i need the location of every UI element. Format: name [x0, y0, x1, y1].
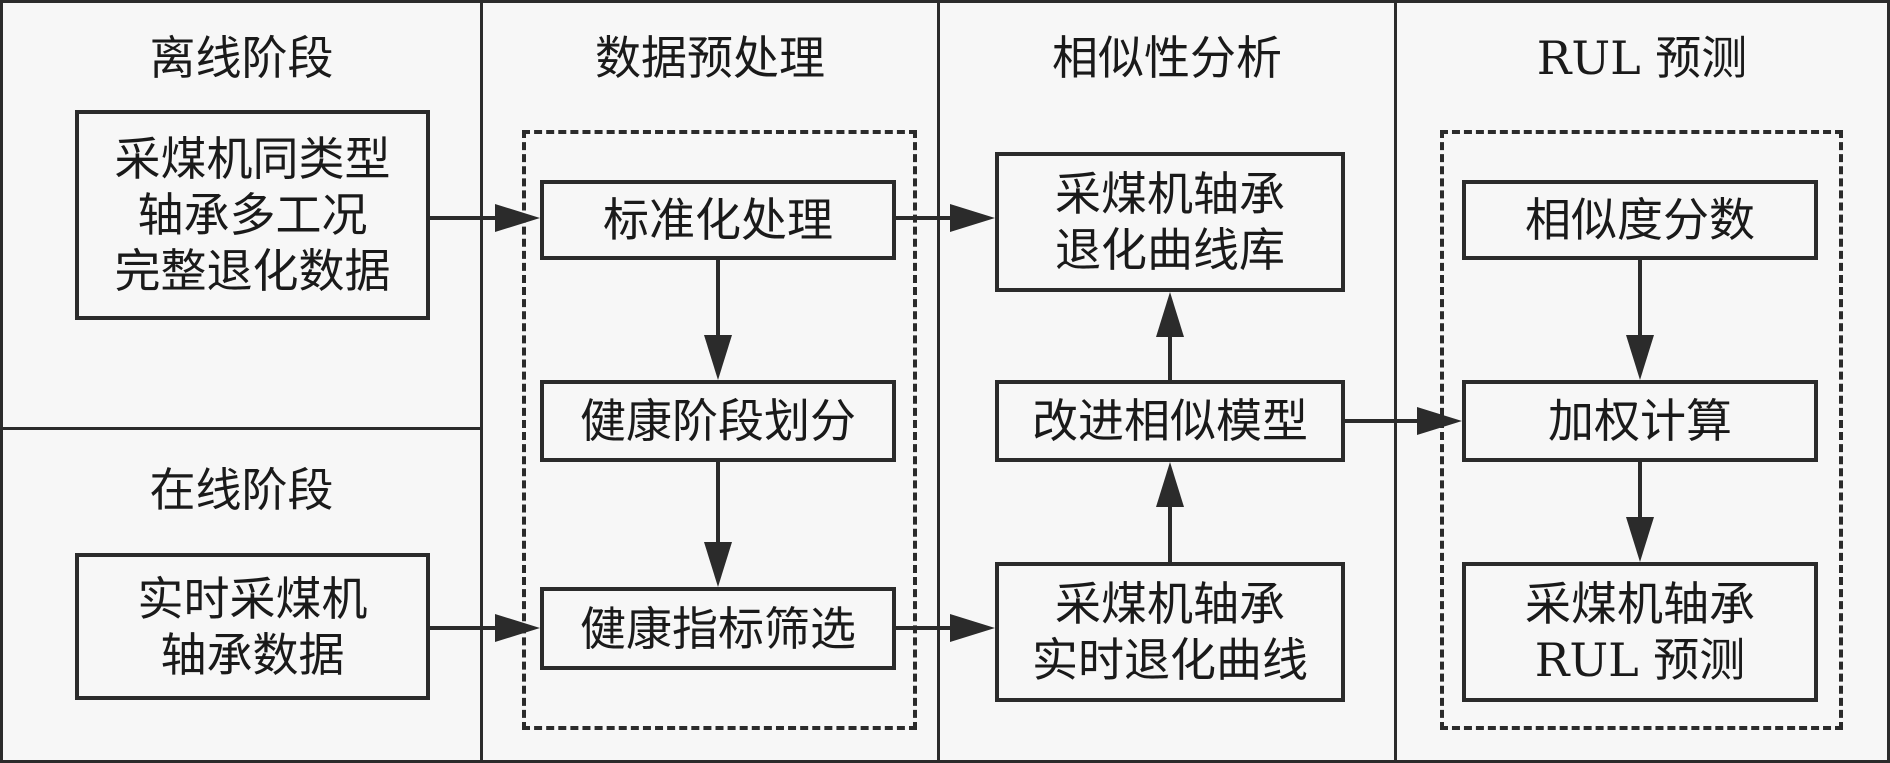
arrowhead: [1156, 462, 1184, 507]
health-stage-box: 健康阶段划分: [540, 380, 896, 462]
curve-library-box: 采煤机轴承 退化曲线库: [995, 152, 1345, 292]
online-stage-title: 在线阶段: [149, 463, 334, 517]
offline-stage-title: 离线阶段: [149, 31, 334, 85]
rul-dashed-group: [1440, 130, 1843, 730]
rul-title: RUL 预测: [1536, 31, 1748, 85]
arrowhead: [950, 614, 995, 642]
improved-model-box: 改进相似模型: [995, 380, 1345, 462]
arrowhead: [950, 204, 995, 232]
arrowhead: [495, 614, 540, 642]
rul-prediction-box: 采煤机轴承 RUL 预测: [1462, 562, 1818, 702]
arrowhead: [1156, 292, 1184, 337]
similarity-score-box: 相似度分数: [1462, 180, 1818, 260]
arrowhead: [704, 335, 732, 380]
offline-data-box: 采煤机同类型 轴承多工况 完整退化数据: [75, 110, 430, 320]
standardize-box: 标准化处理: [540, 180, 896, 260]
arrowhead: [704, 542, 732, 587]
health-index-box: 健康指标筛选: [540, 587, 896, 670]
arrowhead: [1626, 335, 1654, 380]
arrowhead: [1417, 407, 1462, 435]
weighted-calc-box: 加权计算: [1462, 380, 1818, 462]
similarity-title: 相似性分析: [1052, 31, 1282, 85]
arrowhead: [495, 204, 540, 232]
arrowhead: [1626, 517, 1654, 562]
realtime-curve-box: 采煤机轴承 实时退化曲线: [995, 562, 1345, 702]
preprocess-dashed-group: [522, 130, 917, 730]
online-data-box: 实时采煤机 轴承数据: [75, 553, 430, 700]
preprocess-title: 数据预处理: [595, 31, 825, 85]
